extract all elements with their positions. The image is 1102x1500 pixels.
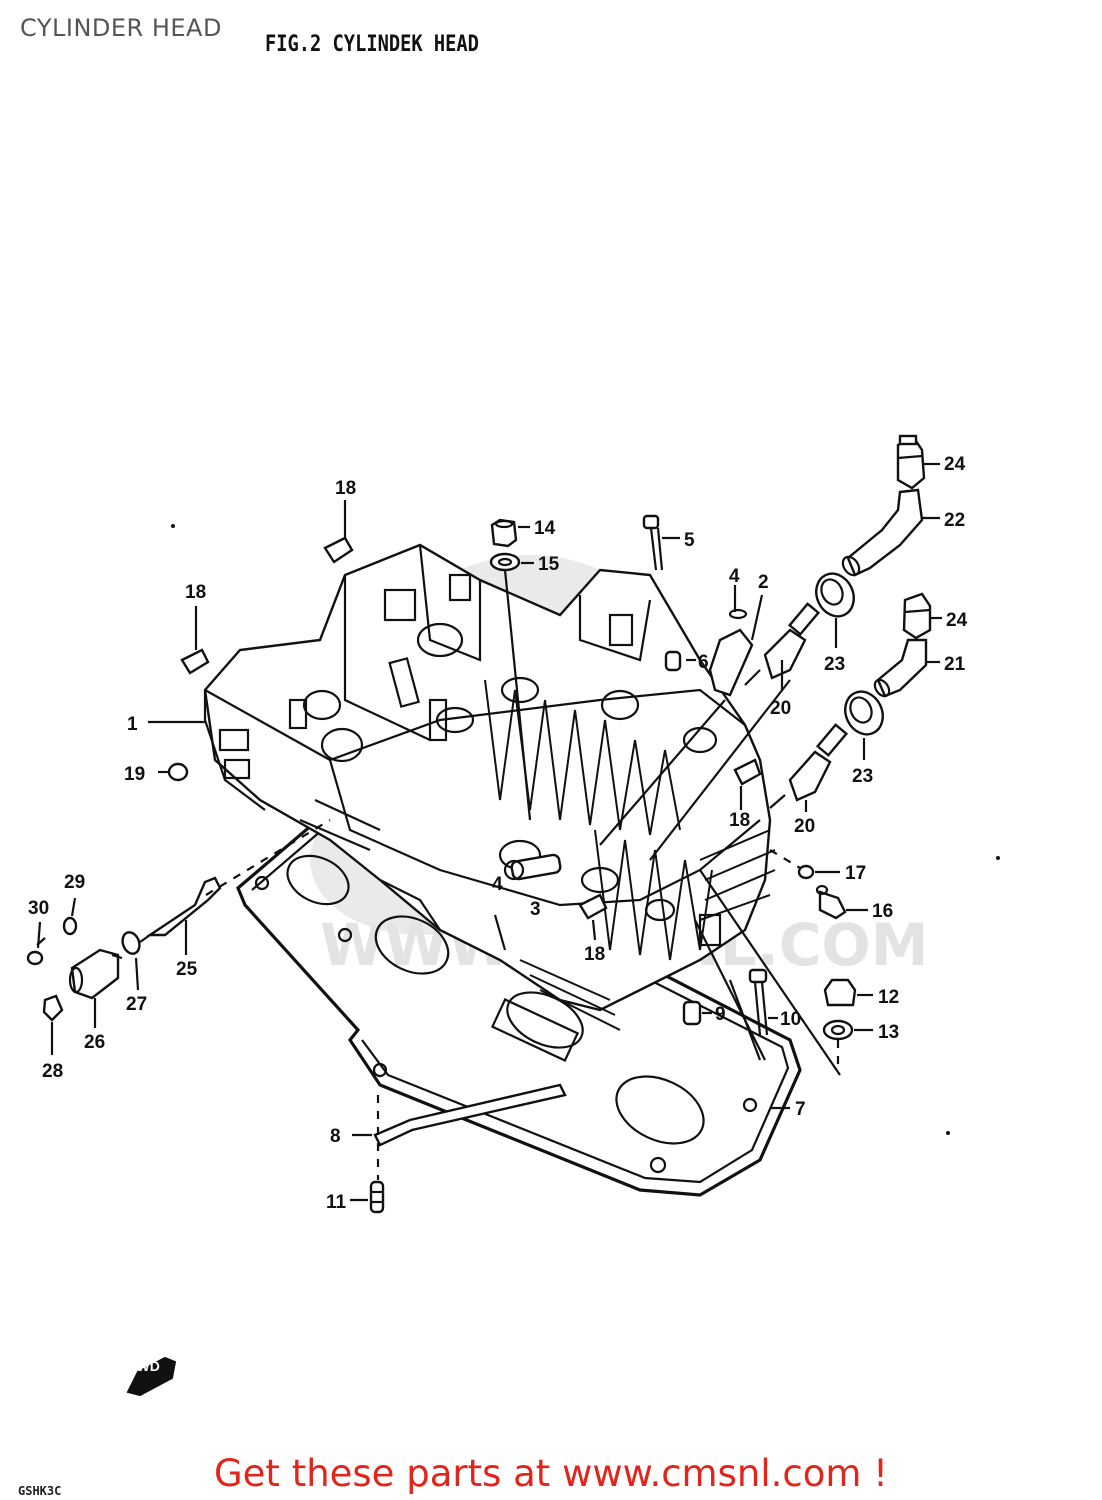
callout-19: 19: [124, 764, 145, 785]
part-18-plug-d: [578, 893, 608, 920]
callout-24: 24: [946, 610, 968, 631]
callout-29: 29: [64, 872, 85, 893]
figure-title: FIG.2 CYLINDEK HEAD: [265, 32, 479, 57]
callout-14: 14: [534, 518, 556, 539]
part-18-plug-a: [323, 536, 354, 564]
callout-18: 18: [335, 478, 356, 499]
part-9-dowel: [682, 1000, 702, 1026]
part-8-gasket: [373, 1083, 567, 1147]
part-23-ring-upper: [815, 572, 855, 618]
part-22-hose: [841, 488, 924, 577]
callout-labels: 24 22 24 21 14 15 5 4 2 6 20 23 23 20 18…: [28, 454, 968, 1213]
callout-20: 20: [770, 698, 791, 719]
callout-18: 18: [584, 944, 605, 965]
callout-23: 23: [852, 766, 873, 787]
callout-24: 24: [944, 454, 966, 475]
callout-21: 21: [944, 654, 966, 675]
part-12-cap-nut: [823, 978, 857, 1007]
callout-11: 11: [326, 1192, 347, 1213]
part-20-spark-plug-upper: [744, 602, 821, 686]
part-13-washer: [822, 1019, 854, 1041]
callout-20: 20: [794, 816, 815, 837]
part-20-spark-plug-lower: [769, 723, 849, 809]
bottom-code: GSHK3C: [18, 1484, 62, 1498]
callout-4: 4: [729, 566, 740, 587]
part-30-screw: [26, 937, 46, 966]
part-28-cap: [42, 994, 64, 1022]
callout-6: 6: [698, 652, 709, 673]
part-25-valve: [139, 876, 222, 943]
callout-4: 4: [492, 874, 503, 895]
callout-8: 8: [330, 1126, 341, 1147]
callout-26: 26: [84, 1032, 105, 1053]
fwd-arrow-icon: [126, 1356, 177, 1397]
part-6-dowel: [664, 650, 682, 672]
part-18-plug-b: [180, 648, 210, 675]
callout-2: 2: [758, 572, 769, 593]
part-15-washer: [489, 552, 521, 572]
callout-23: 23: [824, 654, 845, 675]
callout-10: 10: [780, 1009, 801, 1030]
part-10-bolt: [748, 968, 769, 1036]
callout-18: 18: [185, 582, 206, 603]
part-29-washer: [62, 916, 78, 936]
fwd-label: FWD: [128, 1358, 160, 1374]
callout-30: 30: [28, 898, 49, 919]
part-26-union: [68, 948, 123, 1000]
callout-13: 13: [878, 1022, 899, 1043]
callout-1: 1: [127, 714, 138, 735]
callout-25: 25: [176, 959, 198, 980]
callout-22: 22: [944, 510, 965, 531]
callout-27: 27: [126, 994, 147, 1015]
part-27-washer: [121, 931, 141, 955]
part-21-hose: [873, 638, 928, 698]
part-11-bolt: [369, 1180, 385, 1214]
part-18-plug-c: [733, 758, 762, 786]
part-5-bolt: [642, 514, 664, 571]
callout-18: 18: [729, 810, 750, 831]
callout-17: 17: [845, 863, 866, 884]
callout-7: 7: [795, 1099, 806, 1120]
part-24-cap-upper: [896, 434, 926, 490]
part-16-bolt: [815, 884, 847, 920]
footer-link[interactable]: Get these parts at www.cmsnl.com !: [213, 1452, 888, 1495]
part-23-ring-lower: [844, 690, 884, 736]
callout-5: 5: [684, 530, 695, 551]
part-24-cap-lower: [902, 592, 932, 640]
part-17-washer: [797, 864, 815, 880]
part-14-nut: [490, 518, 518, 548]
callout-28: 28: [42, 1061, 63, 1082]
callout-3: 3: [530, 899, 541, 920]
page-title: CYLINDER HEAD: [20, 14, 222, 42]
leader-lines: [36, 462, 942, 1202]
callout-15: 15: [538, 554, 560, 575]
callout-9: 9: [715, 1004, 726, 1025]
part-19-plug: [167, 762, 189, 782]
callout-12: 12: [878, 987, 899, 1008]
part-2-tube: [708, 608, 754, 697]
callout-16: 16: [872, 901, 893, 922]
